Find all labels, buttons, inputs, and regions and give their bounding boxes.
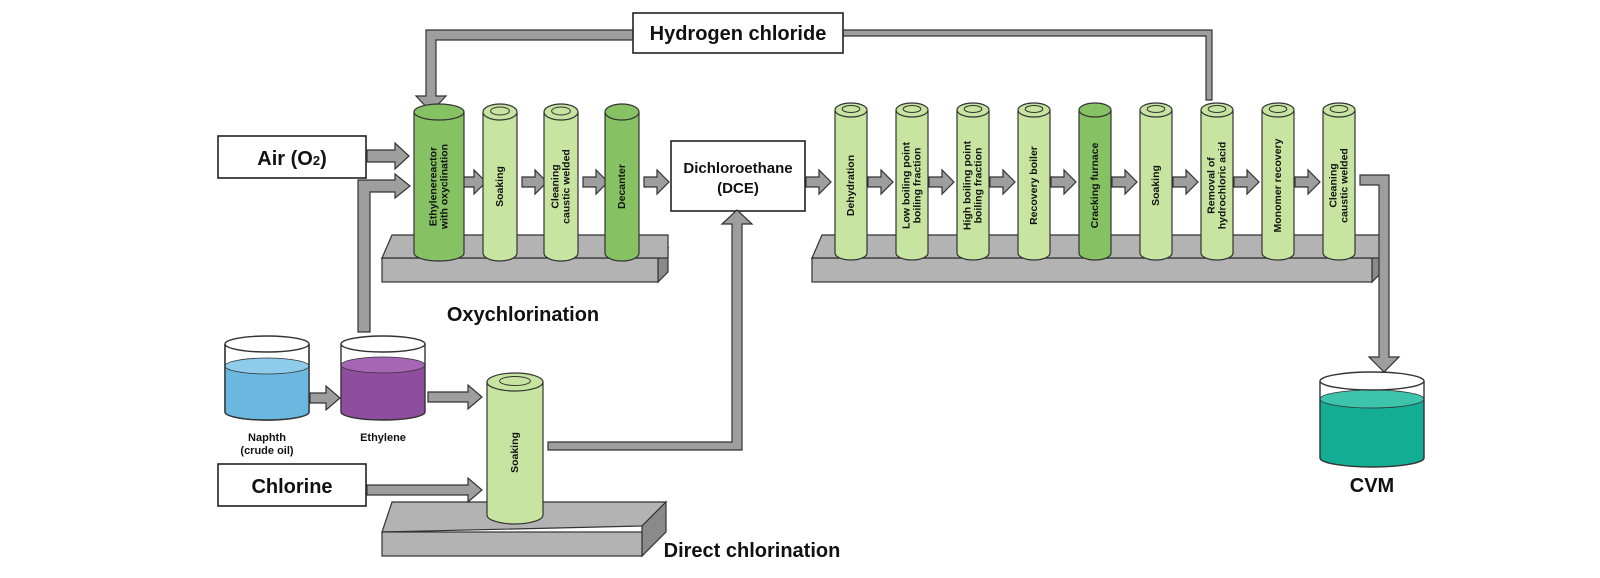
process-column-label-line: Cracking furnace <box>1089 142 1101 228</box>
oxy-column-label-line: Ethylenereactor <box>427 147 439 226</box>
process-column-cracking-furnace: Cracking furnace <box>1078 102 1112 261</box>
dce-label-line1: Dichloroethane <box>683 160 792 177</box>
process-column-label-line: boiling fraction <box>972 148 984 224</box>
oxy-column-label-line: Cleaning <box>549 164 561 208</box>
direct-chlorination-label: Direct chlorination <box>664 540 841 562</box>
cvm-tank <box>1319 371 1425 468</box>
process-column-label-line: Removal of <box>1205 157 1217 214</box>
dce-label-line2: (DCE) <box>717 180 759 197</box>
process-column-label-line: Recovery boiler <box>1028 146 1040 225</box>
process-column-label-line: caustic welded <box>1338 148 1350 223</box>
air-label: Air (O <box>257 148 313 170</box>
process-column-label-line: Cleaning <box>1327 163 1339 207</box>
process-column-label-line: Soaking <box>1150 165 1162 206</box>
air-subscript: 2 <box>313 153 320 168</box>
process-column-label-line: Low boiling point <box>900 142 912 229</box>
flow-arrows <box>309 141 1321 504</box>
air-close: ) <box>320 148 327 170</box>
process-column-monomer-recovery: Monomer recovery <box>1261 102 1295 261</box>
oxy-column-decanter: Decanter <box>604 103 640 262</box>
oxy-column-label-line: with oxyclination <box>438 144 450 230</box>
svg-text:Air (O2): Air (O2) <box>257 148 326 170</box>
naphtha-tank <box>224 335 310 421</box>
process-column-recovery-boiler: Recovery boiler <box>1017 102 1051 261</box>
process-column-label-line: boiling fraction <box>911 148 923 224</box>
process-column-soaking: Soaking <box>1139 102 1173 261</box>
process-column-label-line: Monomer recovery <box>1272 138 1284 232</box>
direct-column-label-line: Soaking <box>509 432 521 473</box>
hydrogen-chloride-label: Hydrogen chloride <box>650 23 827 45</box>
chlorine-box: Chlorine <box>217 463 367 507</box>
oxychlorination-label: Oxychlorination <box>447 304 599 326</box>
oxychlorination-plate <box>380 234 670 284</box>
naphtha-label-line2: (crude oil) <box>240 445 294 457</box>
process-column-dehydration: Dehydration <box>834 102 868 261</box>
oxy-column-label-line: caustic welded <box>560 149 572 224</box>
process-column-label-line: hydrochloric acid <box>1216 142 1228 230</box>
hydrogen-chloride-box: Hydrogen chloride <box>632 12 844 54</box>
process-column-label-line: Dehydration <box>845 155 857 216</box>
direct-column-soaking: Soaking <box>486 372 544 525</box>
process-column-label-line: High boiling point <box>961 140 973 230</box>
cvm-label: CVM <box>1350 475 1394 497</box>
ethylene-label: Ethylene <box>360 432 406 444</box>
oxy-column-soaking: Soaking <box>482 103 518 262</box>
dce-box: Dichloroethane (DCE) <box>670 140 806 212</box>
ethylene-tank <box>340 335 426 421</box>
naphtha-label-line1: Naphth <box>248 432 286 444</box>
process-pipes <box>357 172 1401 451</box>
air-box: Air (O2) <box>217 135 367 179</box>
chlorine-label: Chlorine <box>251 476 332 498</box>
oxy-column-label-line: Decanter <box>616 164 628 209</box>
oxy-column-label-line: Soaking <box>494 166 506 207</box>
